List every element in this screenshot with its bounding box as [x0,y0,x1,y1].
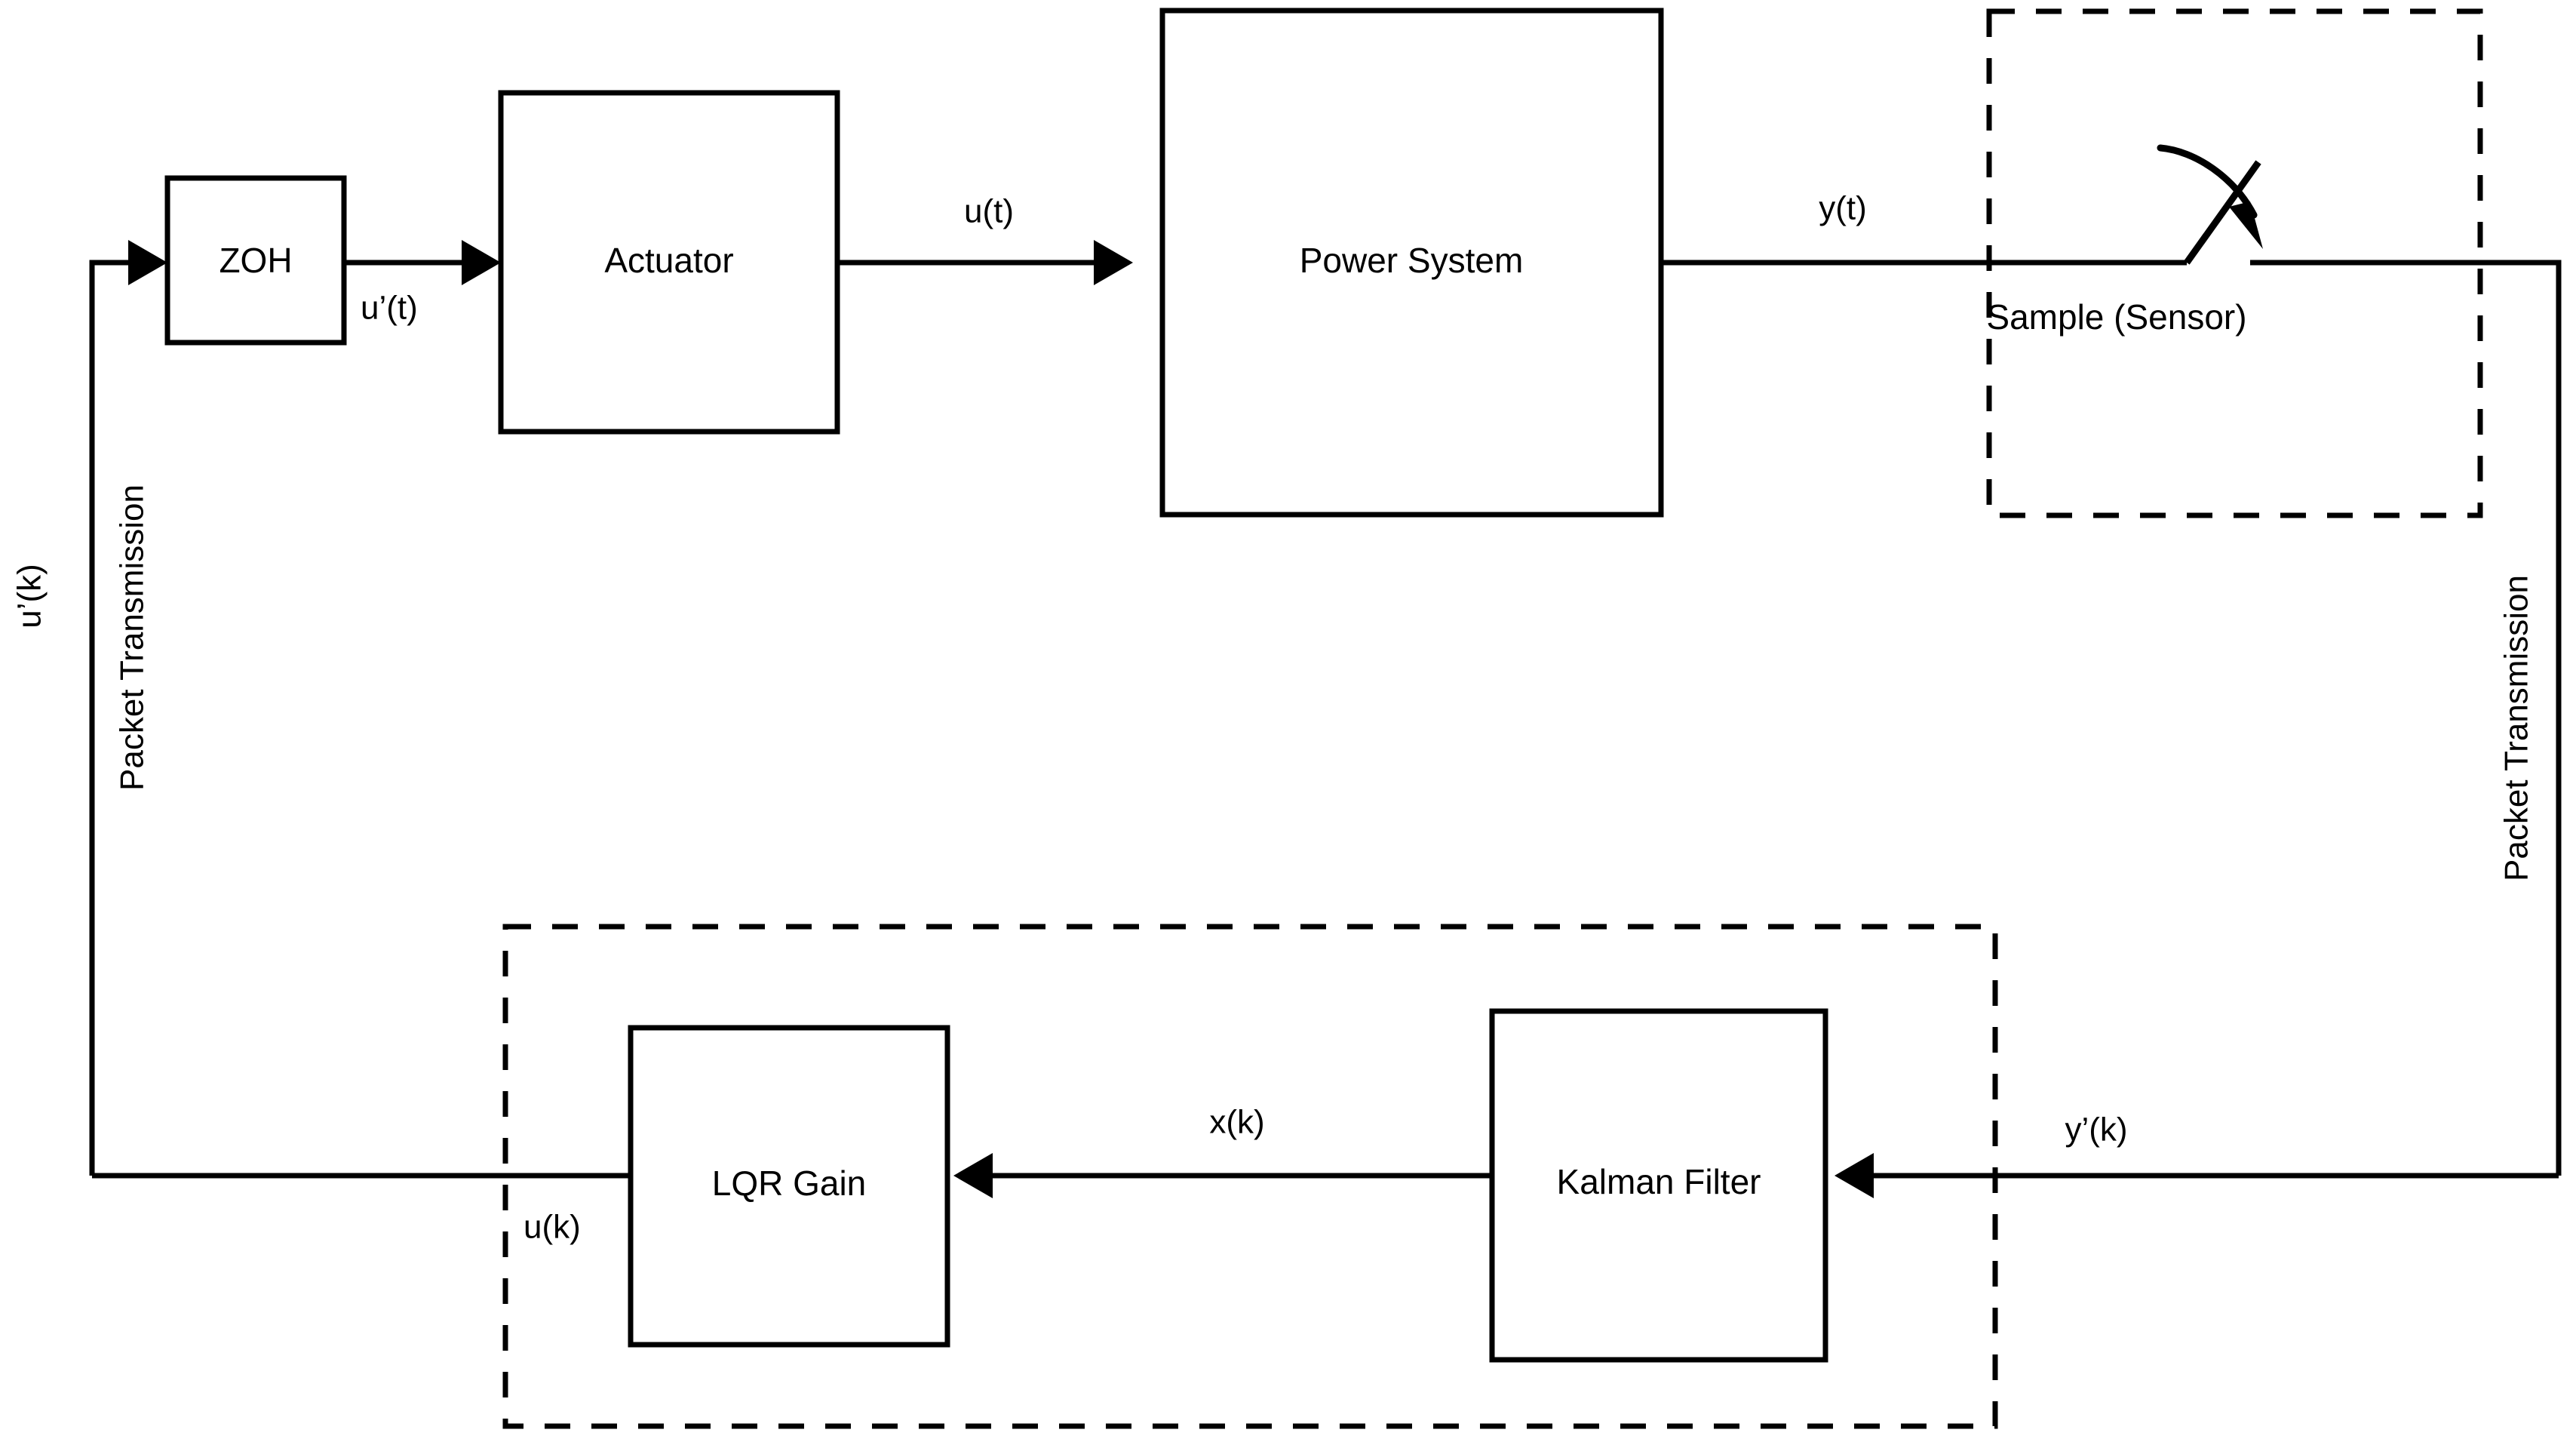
arrowhead-into-power-system [1094,240,1133,285]
controller-region-boundary [502,924,1998,1429]
zoh-label: ZOH [219,241,292,280]
kalman-filter-box [1489,1008,1828,1363]
arrowhead-sampler-arc [2229,201,2263,249]
block-zoh[interactable]: ZOH [164,175,347,346]
block-lqr-gain[interactable]: LQR Gain [628,1025,950,1348]
sensor-region-boundary [1986,8,2483,518]
wire-feedback-left-riser [89,260,128,1176]
signal-label-u-t: u(t) [964,193,1014,230]
arrowhead-into-actuator [462,240,501,285]
kalman-filter-label: Kalman Filter [1557,1162,1761,1201]
signal-label-u-k: u(k) [523,1209,581,1246]
arrowhead-into-kalman-filter [1835,1153,1874,1198]
power-system-label: Power System [1300,241,1524,280]
wire-sampler-to-right-riser [2250,260,2562,1176]
channel-label-packet-transmission-left: Packet Transmission [114,484,151,791]
block-power-system[interactable]: Power System [1159,8,1664,518]
arrowhead-into-zoh [128,240,167,285]
channel-label-packet-transmission-right: Packet Transmission [2498,575,2535,881]
signal-label-x-k: x(k) [1209,1104,1264,1141]
signal-label-y-prime-k: y’(k) [2065,1111,2127,1148]
sample-sensor-label: Sample (Sensor) [1986,297,2246,337]
lqr-gain-box [628,1025,950,1348]
power-system-box [1159,8,1664,518]
zoh-box [164,175,347,346]
actuator-label: Actuator [604,241,733,280]
actuator-box [498,90,840,435]
arrowhead-into-lqr-gain [953,1153,993,1198]
switch-sampler-icon [2157,144,2263,265]
signal-label-y-t: y(t) [1819,190,1867,227]
lqr-gain-label: LQR Gain [712,1164,867,1203]
block-actuator[interactable]: Actuator [498,90,840,435]
signal-label-u-prime-t: u’(t) [361,290,418,327]
signal-label-u-prime-k: u’(k) [11,564,48,629]
block-kalman-filter[interactable]: Kalman Filter [1489,1008,1828,1363]
